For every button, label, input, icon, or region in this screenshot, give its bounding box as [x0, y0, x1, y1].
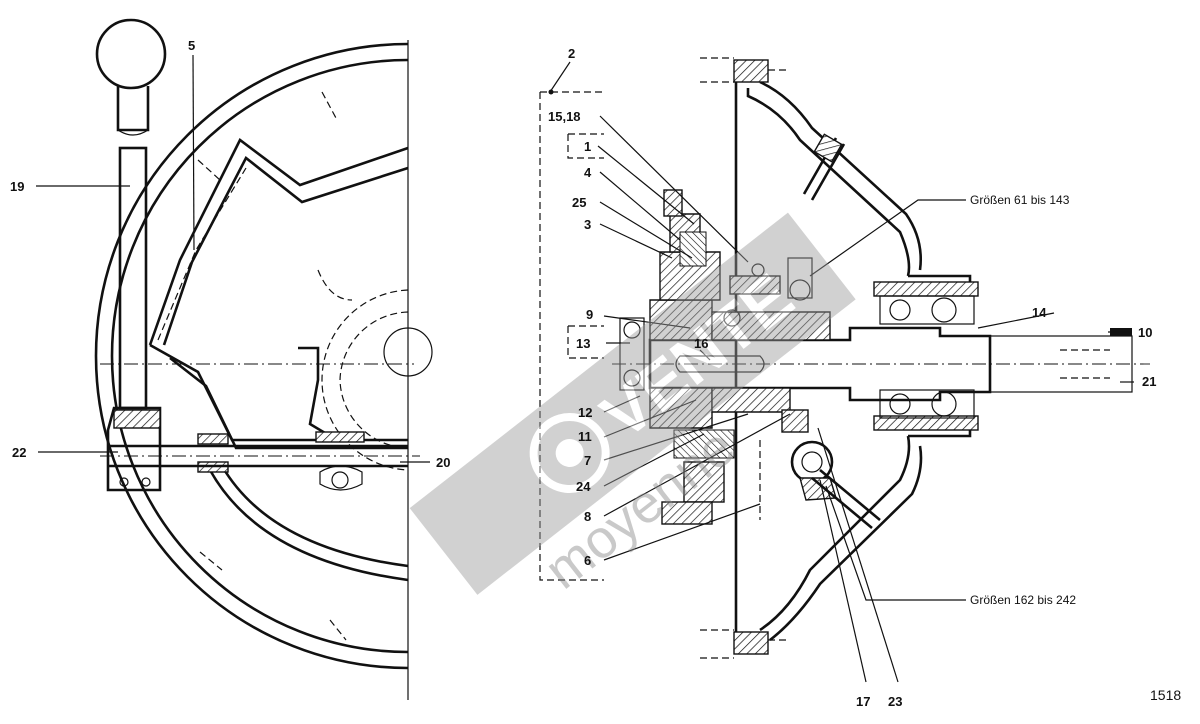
label-23: 23 [888, 694, 902, 709]
label-17: 17 [856, 694, 870, 709]
label-8: 8 [584, 509, 591, 524]
label-6: 6 [584, 553, 591, 568]
label-20: 20 [436, 455, 450, 470]
note-size-range-large: Größen 162 bis 242 [970, 593, 1076, 607]
label-5: 5 [188, 38, 195, 53]
label-24: 24 [576, 479, 591, 494]
label-11: 11 [578, 429, 592, 444]
watermark: VENTE moyenne [409, 212, 856, 601]
label-3: 3 [584, 217, 591, 232]
hand-lever [95, 18, 408, 492]
label-9: 9 [586, 307, 593, 322]
label-16: 16 [694, 336, 708, 351]
label-14: 14 [1032, 305, 1047, 320]
note-size-range-small: Größen 61 bis 143 [970, 193, 1070, 207]
label-4: 4 [584, 165, 592, 180]
label-15-18: 15,18 [548, 109, 581, 124]
figure-number: 1518 [1150, 687, 1181, 703]
label-1: 1 [584, 139, 591, 154]
part-labels: 2 5 19 22 20 15,18 1 4 25 3 9 13 16 12 1… [10, 38, 1181, 709]
label-12: 12 [578, 405, 592, 420]
label-2: 2 [568, 46, 575, 61]
housing-side-view [94, 40, 433, 700]
label-21: 21 [1142, 374, 1156, 389]
label-13: 13 [576, 336, 590, 351]
label-19: 19 [10, 179, 24, 194]
label-25: 25 [572, 195, 586, 210]
label-7: 7 [584, 453, 591, 468]
label-10: 10 [1138, 325, 1152, 340]
label-22: 22 [12, 445, 26, 460]
leader-lines [36, 54, 1134, 683]
